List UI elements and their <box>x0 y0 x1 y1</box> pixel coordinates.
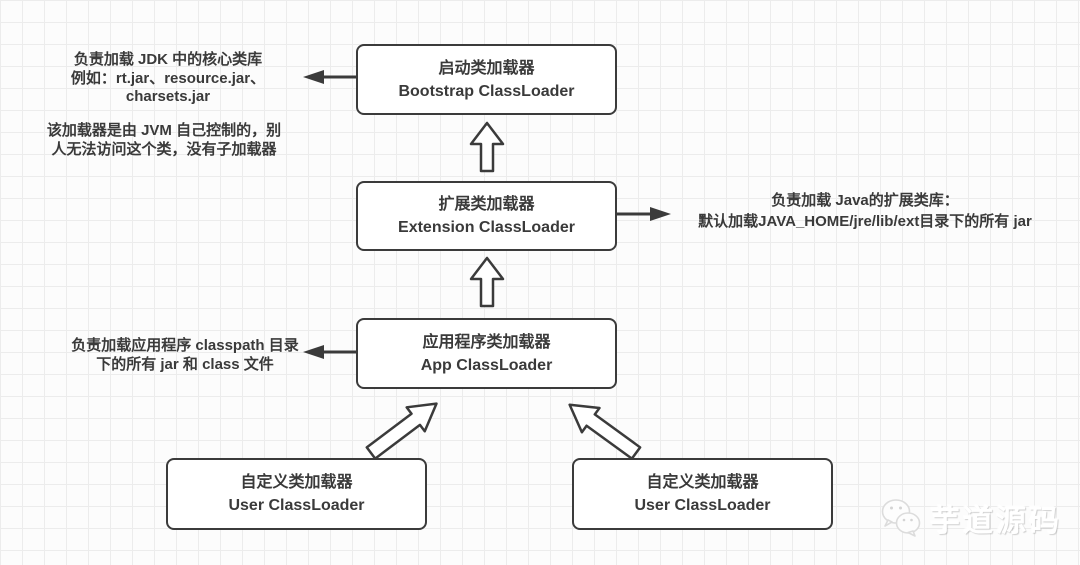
note-bootstrap-core-libs: 负责加载 JDK 中的核心类库 例如：rt.jar、resource.jar、 … <box>37 51 299 107</box>
watermark-text: 芋道源码 <box>930 505 1062 538</box>
node-title-en: Bootstrap ClassLoader <box>398 82 575 100</box>
node-title-zh: 应用程序类加载器 <box>422 333 551 351</box>
up-arrow-extension-to-bootstrap-icon <box>469 121 505 173</box>
watermark: 芋道源码 <box>880 496 1062 540</box>
node-extension-classloader: 扩展类加载器 Extension ClassLoader <box>356 181 617 251</box>
diagonal-arrow-userright-to-app-icon <box>568 403 642 460</box>
node-title-zh: 启动类加载器 <box>438 59 535 77</box>
note-line: 该加载器是由 JVM 自己控制的，别 <box>46 122 282 139</box>
left-arrow-app-note-icon <box>303 345 356 359</box>
note-line: 负责加载 Java的扩展类库： <box>771 192 959 209</box>
note-extension-libs: 负责加载 Java的扩展类库： 默认加载JAVA_HOME/jre/lib/ex… <box>665 190 1065 232</box>
node-title-en: User ClassLoader <box>228 497 365 514</box>
node-app-classloader: 应用程序类加载器 App ClassLoader <box>356 318 617 389</box>
node-title-zh: 扩展类加载器 <box>438 196 535 213</box>
right-arrow-extension-note-icon <box>617 207 671 221</box>
note-line: 负责加载 JDK 中的核心类库 <box>73 51 263 68</box>
diagonal-arrow-userleft-to-app-icon <box>365 402 438 460</box>
node-title-en: App ClassLoader <box>420 356 553 374</box>
note-line: 人无法访问这个类，没有子加载器 <box>51 140 277 158</box>
node-user-classloader-right: 自定义类加载器 User ClassLoader <box>572 458 833 530</box>
note-line: 下的所有 jar 和 class 文件 <box>96 355 274 373</box>
note-line: 负责加载应用程序 classpath 目录 <box>71 337 299 354</box>
node-title-en: Extension ClassLoader <box>398 219 575 236</box>
node-title-zh: 自定义类加载器 <box>240 474 353 491</box>
node-title-zh: 自定义类加载器 <box>646 474 759 491</box>
node-title-en: User ClassLoader <box>634 497 771 514</box>
note-line: 例如：rt.jar、resource.jar、 <box>70 69 266 87</box>
up-arrow-app-to-extension-icon <box>469 256 505 308</box>
note-app-classpath: 负责加载应用程序 classpath 目录 下的所有 jar 和 class 文… <box>35 337 335 374</box>
note-line: 默认加载JAVA_HOME/jre/lib/ext目录下的所有 jar <box>698 213 1032 230</box>
node-user-classloader-left: 自定义类加载器 User ClassLoader <box>166 458 427 530</box>
node-bootstrap-classloader: 启动类加载器 Bootstrap ClassLoader <box>356 44 617 115</box>
note-line: charsets.jar <box>125 88 211 105</box>
wechat-bubbles-icon <box>881 499 921 537</box>
left-arrow-bootstrap-note-icon <box>303 70 356 84</box>
note-jvm-controlled: 该加载器是由 JVM 自己控制的，别 人无法访问这个类，没有子加载器 <box>28 122 300 159</box>
